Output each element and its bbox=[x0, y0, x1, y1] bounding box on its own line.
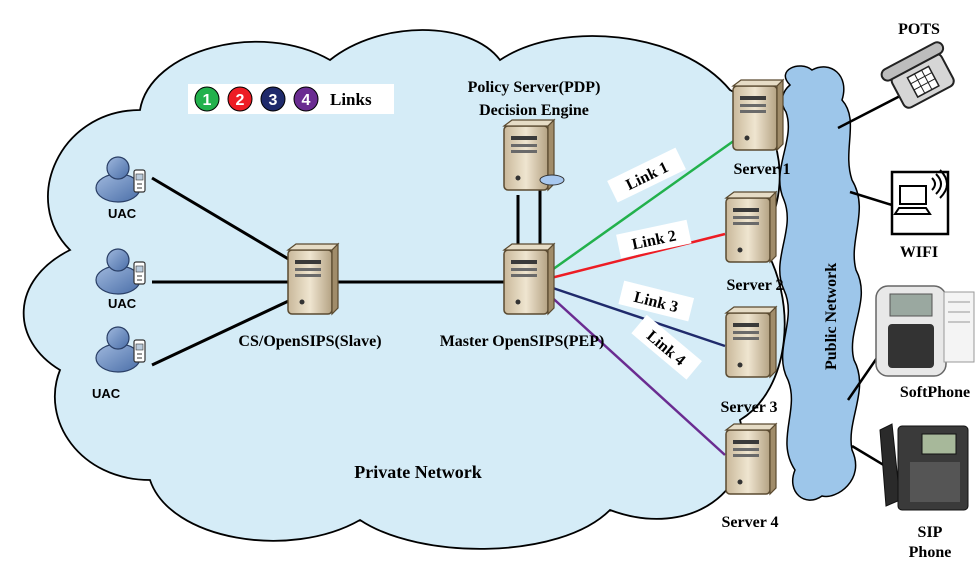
cs-server-icon bbox=[287, 243, 339, 315]
uac3-line bbox=[151, 288, 314, 367]
softphone-label: SoftPhone bbox=[900, 384, 970, 401]
server-1-label: Server 1 bbox=[733, 161, 790, 178]
wifi-label: WIFI bbox=[900, 244, 938, 261]
server-2-label: Server 2 bbox=[726, 277, 783, 294]
master-server-icon bbox=[503, 243, 555, 315]
legend-circle-3: 3 bbox=[260, 86, 286, 112]
link-3-line bbox=[534, 280, 726, 348]
server-4-label: Server 4 bbox=[721, 514, 778, 531]
legend-num-1: 1 bbox=[203, 92, 212, 109]
pots-phone-icon bbox=[880, 41, 955, 109]
pots-label: POTS bbox=[898, 21, 940, 38]
private-network-cloud bbox=[22, 29, 786, 550]
cs-slave-label: CS/OpenSIPS(Slave) bbox=[238, 333, 381, 350]
legend-num-4: 4 bbox=[302, 92, 311, 109]
policy-server-label: Policy Server(PDP) bbox=[468, 79, 601, 96]
phone-label: Phone bbox=[909, 544, 952, 561]
database-icon bbox=[539, 174, 565, 186]
link-4-line bbox=[534, 281, 726, 456]
legend-circle-2: 2 bbox=[227, 86, 253, 112]
links-legend-box bbox=[188, 84, 394, 114]
uac1-line bbox=[151, 176, 314, 275]
server-3-label: Server 3 bbox=[720, 399, 777, 416]
link-3-label: Link 3 bbox=[618, 280, 695, 322]
uac-2-label: UAC bbox=[108, 296, 137, 311]
legend-circle-1: 1 bbox=[194, 86, 220, 112]
wifi-laptop-icon bbox=[890, 169, 950, 236]
softphone-icon bbox=[875, 285, 975, 377]
server-2-icon bbox=[725, 191, 777, 263]
decision-engine-label: Decision Engine bbox=[479, 102, 589, 119]
legend-circle-4: 4 bbox=[293, 86, 319, 112]
uac-3-label: UAC bbox=[92, 386, 121, 401]
server-3-icon bbox=[725, 306, 777, 378]
master-label: Master OpenSIPS(PEP) bbox=[440, 333, 605, 350]
server-4-icon bbox=[725, 423, 777, 495]
legend-num-2: 2 bbox=[236, 92, 245, 109]
public-network-label: Public Network bbox=[823, 263, 840, 370]
server-1-icon bbox=[732, 79, 784, 151]
legend-num-3: 3 bbox=[269, 92, 278, 109]
sip-phone-icon bbox=[879, 423, 969, 511]
sip-label: SIP bbox=[918, 524, 943, 541]
private-network-label: Private Network bbox=[354, 462, 481, 482]
links-legend-label: Links bbox=[330, 90, 372, 109]
public-network-cloud bbox=[779, 65, 863, 501]
wifi-line bbox=[849, 190, 893, 207]
link-1-line bbox=[534, 138, 736, 284]
pots-line bbox=[837, 93, 903, 130]
uac-1-label: UAC bbox=[108, 206, 137, 221]
link-2-line bbox=[534, 232, 726, 284]
